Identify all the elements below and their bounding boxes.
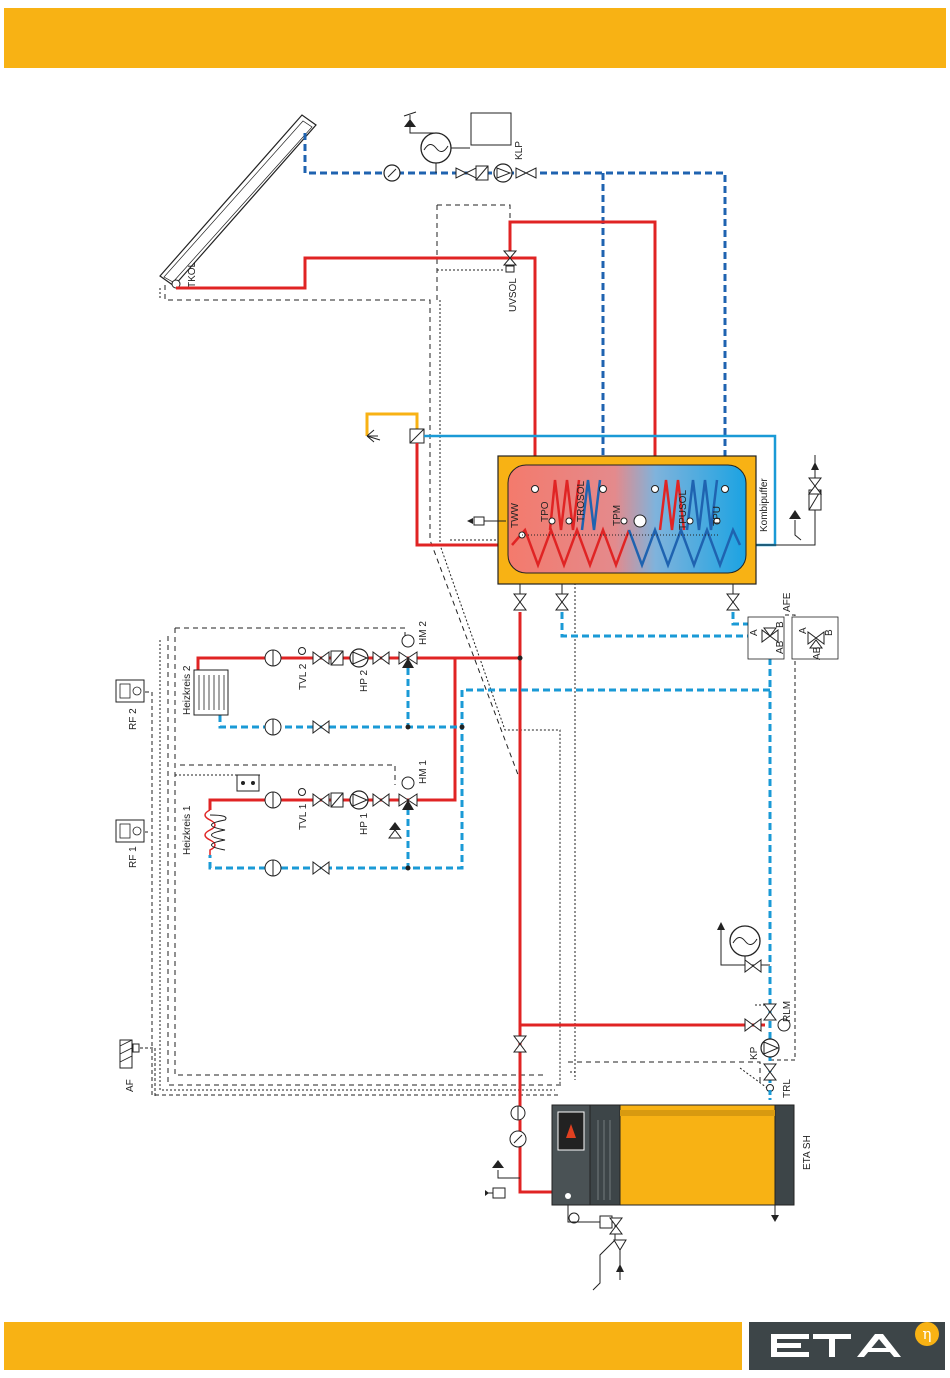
valve-ab-label: AB: [775, 640, 786, 654]
hm1-motor-icon: [402, 777, 414, 789]
heating-circuit-1: [205, 775, 417, 876]
tvl2-sensor: [299, 648, 306, 655]
afe-label: AFE: [782, 592, 793, 612]
shower-head-icon: [367, 430, 380, 442]
tpu-label: TPU: [712, 506, 723, 526]
hot-water-pipe: [417, 443, 500, 545]
control-wiring: [140, 205, 795, 1100]
kombipuffer-label: Kombipuffer: [759, 478, 770, 532]
solar-collector: [160, 115, 316, 288]
eta-sh-boiler: [552, 1105, 794, 1205]
valve2-b-label: B: [824, 629, 835, 636]
trl-label: TRL: [782, 1079, 793, 1098]
trosol-sensor: [566, 518, 572, 524]
klp-label: KLP: [514, 141, 525, 160]
hp2-label: HP 2: [359, 670, 370, 692]
boiler-pump-group: [514, 922, 790, 1092]
air-vent-icon: [474, 517, 484, 525]
eta-sh-label: ETA SH: [802, 1135, 813, 1170]
rf1-room-sensor: [116, 820, 144, 842]
tank-bottom-valves: [514, 584, 739, 610]
valve-a-label: A: [749, 629, 760, 636]
safety-valve-icon: [404, 119, 416, 127]
boiler-drain-group: [568, 1205, 779, 1290]
hp1-label: HP 1: [359, 813, 370, 835]
collector-tank-icon: [471, 113, 511, 145]
tkol-label: TKOL: [187, 261, 198, 288]
valve-b-label: B: [775, 621, 786, 628]
heizkreis2-label: Heizkreis 2: [182, 665, 193, 715]
af-label: AF: [125, 1079, 136, 1092]
tpusol-label: TPUSOL: [678, 490, 689, 530]
rf2-label: RF 2: [128, 708, 139, 730]
afe-switch-valve: [748, 617, 838, 659]
af-outdoor-sensor: [120, 1040, 139, 1068]
floor-heating-coil-icon: [205, 810, 215, 855]
rf1-label: RF 1: [128, 846, 139, 868]
hm2-motor-icon: [402, 635, 414, 647]
overflow-valve-icon: [389, 822, 401, 830]
trosol-label: TROSOL: [576, 480, 587, 522]
tww-label: TWW: [510, 502, 521, 528]
heating-element-icon: [634, 515, 646, 527]
valve2-ab-label: AB: [812, 646, 823, 660]
heizkreis1-label: Heizkreis 1: [182, 805, 193, 855]
hm1-label: HM 1: [418, 760, 429, 784]
return-pipes: [210, 612, 770, 1090]
valve2-a-label: A: [798, 627, 809, 634]
ball-valve-icon: [456, 168, 466, 178]
uvsol-valve: [504, 251, 516, 272]
rlm-label: RLM: [782, 1001, 793, 1022]
hm2-label: HM 2: [418, 621, 429, 645]
tpm-label: TPM: [612, 505, 623, 526]
tvl2-label: TVL 2: [298, 663, 309, 690]
tpo-label: TPO: [540, 501, 551, 522]
domestic-hot-water-outlet: [367, 414, 424, 443]
uvsol-label: UVSOL: [508, 278, 519, 312]
kp-label: KP: [749, 1046, 760, 1060]
tvl1-label: TVL 1: [298, 803, 309, 830]
limit-thermostat-icon: [237, 775, 259, 791]
tvl1-sensor: [299, 789, 306, 796]
rf2-room-sensor: [116, 680, 144, 702]
